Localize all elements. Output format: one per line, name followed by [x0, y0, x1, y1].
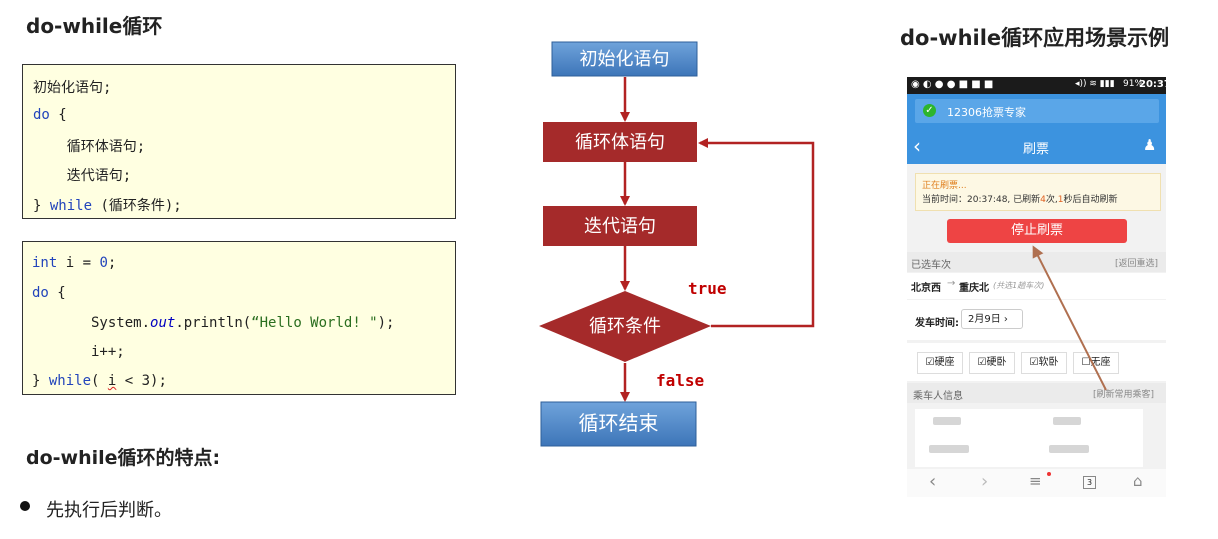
seat-option[interactable]: ☑软卧 [1021, 352, 1067, 374]
stop-refresh-button[interactable]: 停止刷票 [947, 219, 1127, 243]
seat-option[interactable]: ☑硬座 [917, 352, 963, 374]
status-icons: ◉ ◐ ● ● ■ ■ ■ [911, 79, 994, 90]
back-reselect-link[interactable]: [返回重选] [1115, 259, 1159, 269]
phone-screenshot: ◉ ◐ ● ● ■ ■ ■ ◂)) ≋ ▮▮▮ 91% 20:37 ✓ 1230… [907, 77, 1166, 497]
phone-status-bar: ◉ ◐ ● ● ■ ■ ■ ◂)) ≋ ▮▮▮ 91% 20:37 [907, 77, 1166, 94]
flowchart: 初始化语句 循环体语句 迭代语句 循环条件 循环结束 true false [539, 41, 815, 447]
syntax-line-iter: 迭代语句; [33, 168, 132, 184]
syntax-line-init: 初始化语句; [33, 80, 112, 96]
passenger-list [915, 409, 1143, 467]
flow-init-box [551, 41, 698, 77]
bottom-nav: ‹ › ≡ 3 ⌂ [907, 469, 1166, 497]
flow-cond-text: 循环条件 [589, 316, 661, 337]
passengers-label: 乘车人信息 [913, 391, 963, 402]
example-line-increment: i++; [32, 344, 125, 360]
syntax-line-while: } while (循环条件); [33, 198, 182, 214]
passenger-blurred [1049, 445, 1089, 453]
flow-false-label: false [656, 371, 704, 390]
flow-end-box [540, 401, 697, 447]
bullet-icon [20, 501, 30, 511]
route-to: 重庆北 [959, 283, 989, 294]
passenger-blurred [1053, 417, 1081, 425]
tabs-icon[interactable]: 3 [1083, 476, 1096, 489]
feature-item: 先执行后判断。 [46, 500, 172, 521]
passenger-blurred [933, 417, 961, 425]
nav-forward-icon[interactable]: › [981, 471, 989, 492]
battery-level: 91% [1123, 79, 1144, 89]
back-icon[interactable]: ‹ [913, 134, 921, 158]
example-line-while: } while( i < 3); [32, 373, 167, 389]
refresh-status-card: 正在刷票... 当前时间：20:37:48, 已刷新4次,1秒后自动刷新 [915, 173, 1161, 211]
arrow-right-icon: → [947, 278, 956, 289]
notification-dot [1047, 472, 1051, 476]
nav-bar: ‹ 刷票 ♟ [907, 128, 1166, 164]
example-code-box: int i = 0; do { System.out.println(“Hell… [22, 241, 456, 395]
flow-init-text: 初始化语句 [580, 49, 670, 70]
selected-trains-header: 已选车次 [返回重选] [907, 252, 1166, 272]
app-name-chip: ✓ 12306抢票专家 [915, 99, 1159, 123]
home-icon[interactable]: ⌂ [1133, 472, 1143, 490]
route-row: 北京西 → 重庆北 (共选1趟车次) [907, 273, 1166, 299]
syntax-code-box: 初始化语句; do { 循环体语句; 迭代语句; } while (循环条件); [22, 64, 456, 219]
flow-cond-diamond [539, 291, 711, 362]
app-name: 12306抢票专家 [947, 106, 1026, 119]
flow-iter-box [543, 206, 697, 246]
flow-iter-text: 迭代语句 [584, 216, 656, 237]
example-line-println: System.out.println(“Hello World! "); [32, 315, 395, 331]
syntax-line-body: 循环体语句; [33, 139, 146, 155]
annotation-arrow [1032, 245, 1107, 391]
user-icon[interactable]: ♟ [1143, 136, 1157, 154]
check-icon: ✓ [923, 104, 936, 117]
selected-trains-label: 已选车次 [911, 260, 951, 271]
refreshing-text: 正在刷票... [922, 181, 967, 191]
example-line-do: do { [32, 285, 66, 301]
seat-option[interactable]: ☐无座 [1073, 352, 1119, 374]
refresh-info: 当前时间：20:37:48, 已刷新4次,1秒后自动刷新 [922, 195, 1118, 205]
menu-icon[interactable]: ≡ [1029, 472, 1042, 490]
seat-option[interactable]: ☑硬卧 [969, 352, 1015, 374]
nav-title: 刷票 [1023, 142, 1050, 157]
syntax-line-do: do { [33, 107, 67, 123]
features-title: do-while循环的特点: [26, 447, 221, 469]
flow-body-text: 循环体语句 [575, 132, 665, 153]
route-from: 北京西 [911, 283, 941, 294]
arrow-true-loop [698, 138, 815, 328]
flow-body-box [543, 122, 697, 162]
left-title: do-while循环 [26, 14, 163, 38]
route-note: (共选1趟车次) [993, 281, 1045, 290]
flow-true-label: true [688, 279, 727, 298]
right-title: do-while循环应用场景示例 [900, 26, 1170, 50]
depart-label: 发车时间: [915, 318, 959, 329]
refresh-passengers-link[interactable]: [刷新常用乘客] [1093, 390, 1155, 400]
example-line-int: int i = 0; [32, 255, 117, 271]
passenger-blurred [929, 445, 969, 453]
flow-end-text: 循环结束 [579, 411, 659, 435]
seat-options: ☑硬座 ☑硬卧 ☑软卧 ☐无座 [907, 343, 1166, 381]
status-time: 20:37 [1139, 79, 1166, 90]
passengers-header: 乘车人信息 [刷新常用乘客] [907, 383, 1166, 403]
depart-row: 发车时间: 2月9日 › [907, 300, 1166, 340]
depart-date-select[interactable]: 2月9日 › [961, 309, 1023, 329]
nav-back-icon[interactable]: ‹ [929, 471, 937, 492]
signal-icon: ◂)) ≋ ▮▮▮ [1075, 79, 1115, 89]
